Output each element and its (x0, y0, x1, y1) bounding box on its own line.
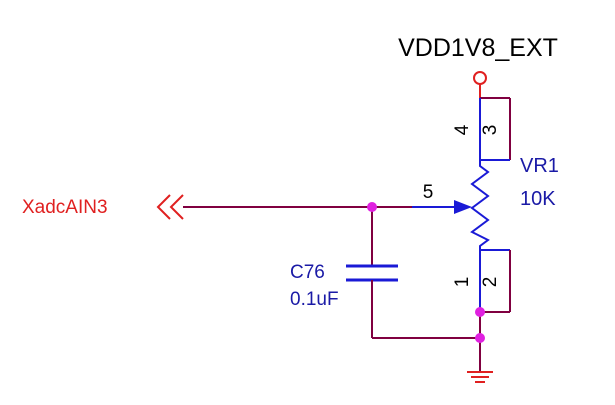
pin-number-5: 5 (423, 182, 434, 203)
potentiometer-resistor (470, 160, 490, 250)
shorted-pins-4-3 (479, 97, 511, 161)
capacitor-designator: C76 (290, 262, 325, 283)
junction-dot (475, 307, 485, 317)
port-label: XadcAIN3 (22, 197, 108, 218)
pin-number-4: 4 (452, 124, 473, 135)
ground-icon (467, 371, 493, 383)
pin-number-1: 1 (452, 277, 473, 288)
junction-dot (367, 202, 377, 212)
junction-dot (475, 333, 485, 343)
pin-number-3: 3 (480, 125, 501, 136)
power-rail-label: VDD1V8_EXT (398, 34, 558, 62)
power-symbol (473, 71, 487, 85)
wiper-arrow-icon (454, 200, 472, 214)
pin-number-2: 2 (480, 277, 501, 288)
potentiometer-designator: VR1 (520, 155, 559, 177)
port-connector-icon (156, 194, 184, 220)
potentiometer-value: 10K (520, 188, 556, 210)
capacitor-value: 0.1uF (290, 289, 339, 310)
